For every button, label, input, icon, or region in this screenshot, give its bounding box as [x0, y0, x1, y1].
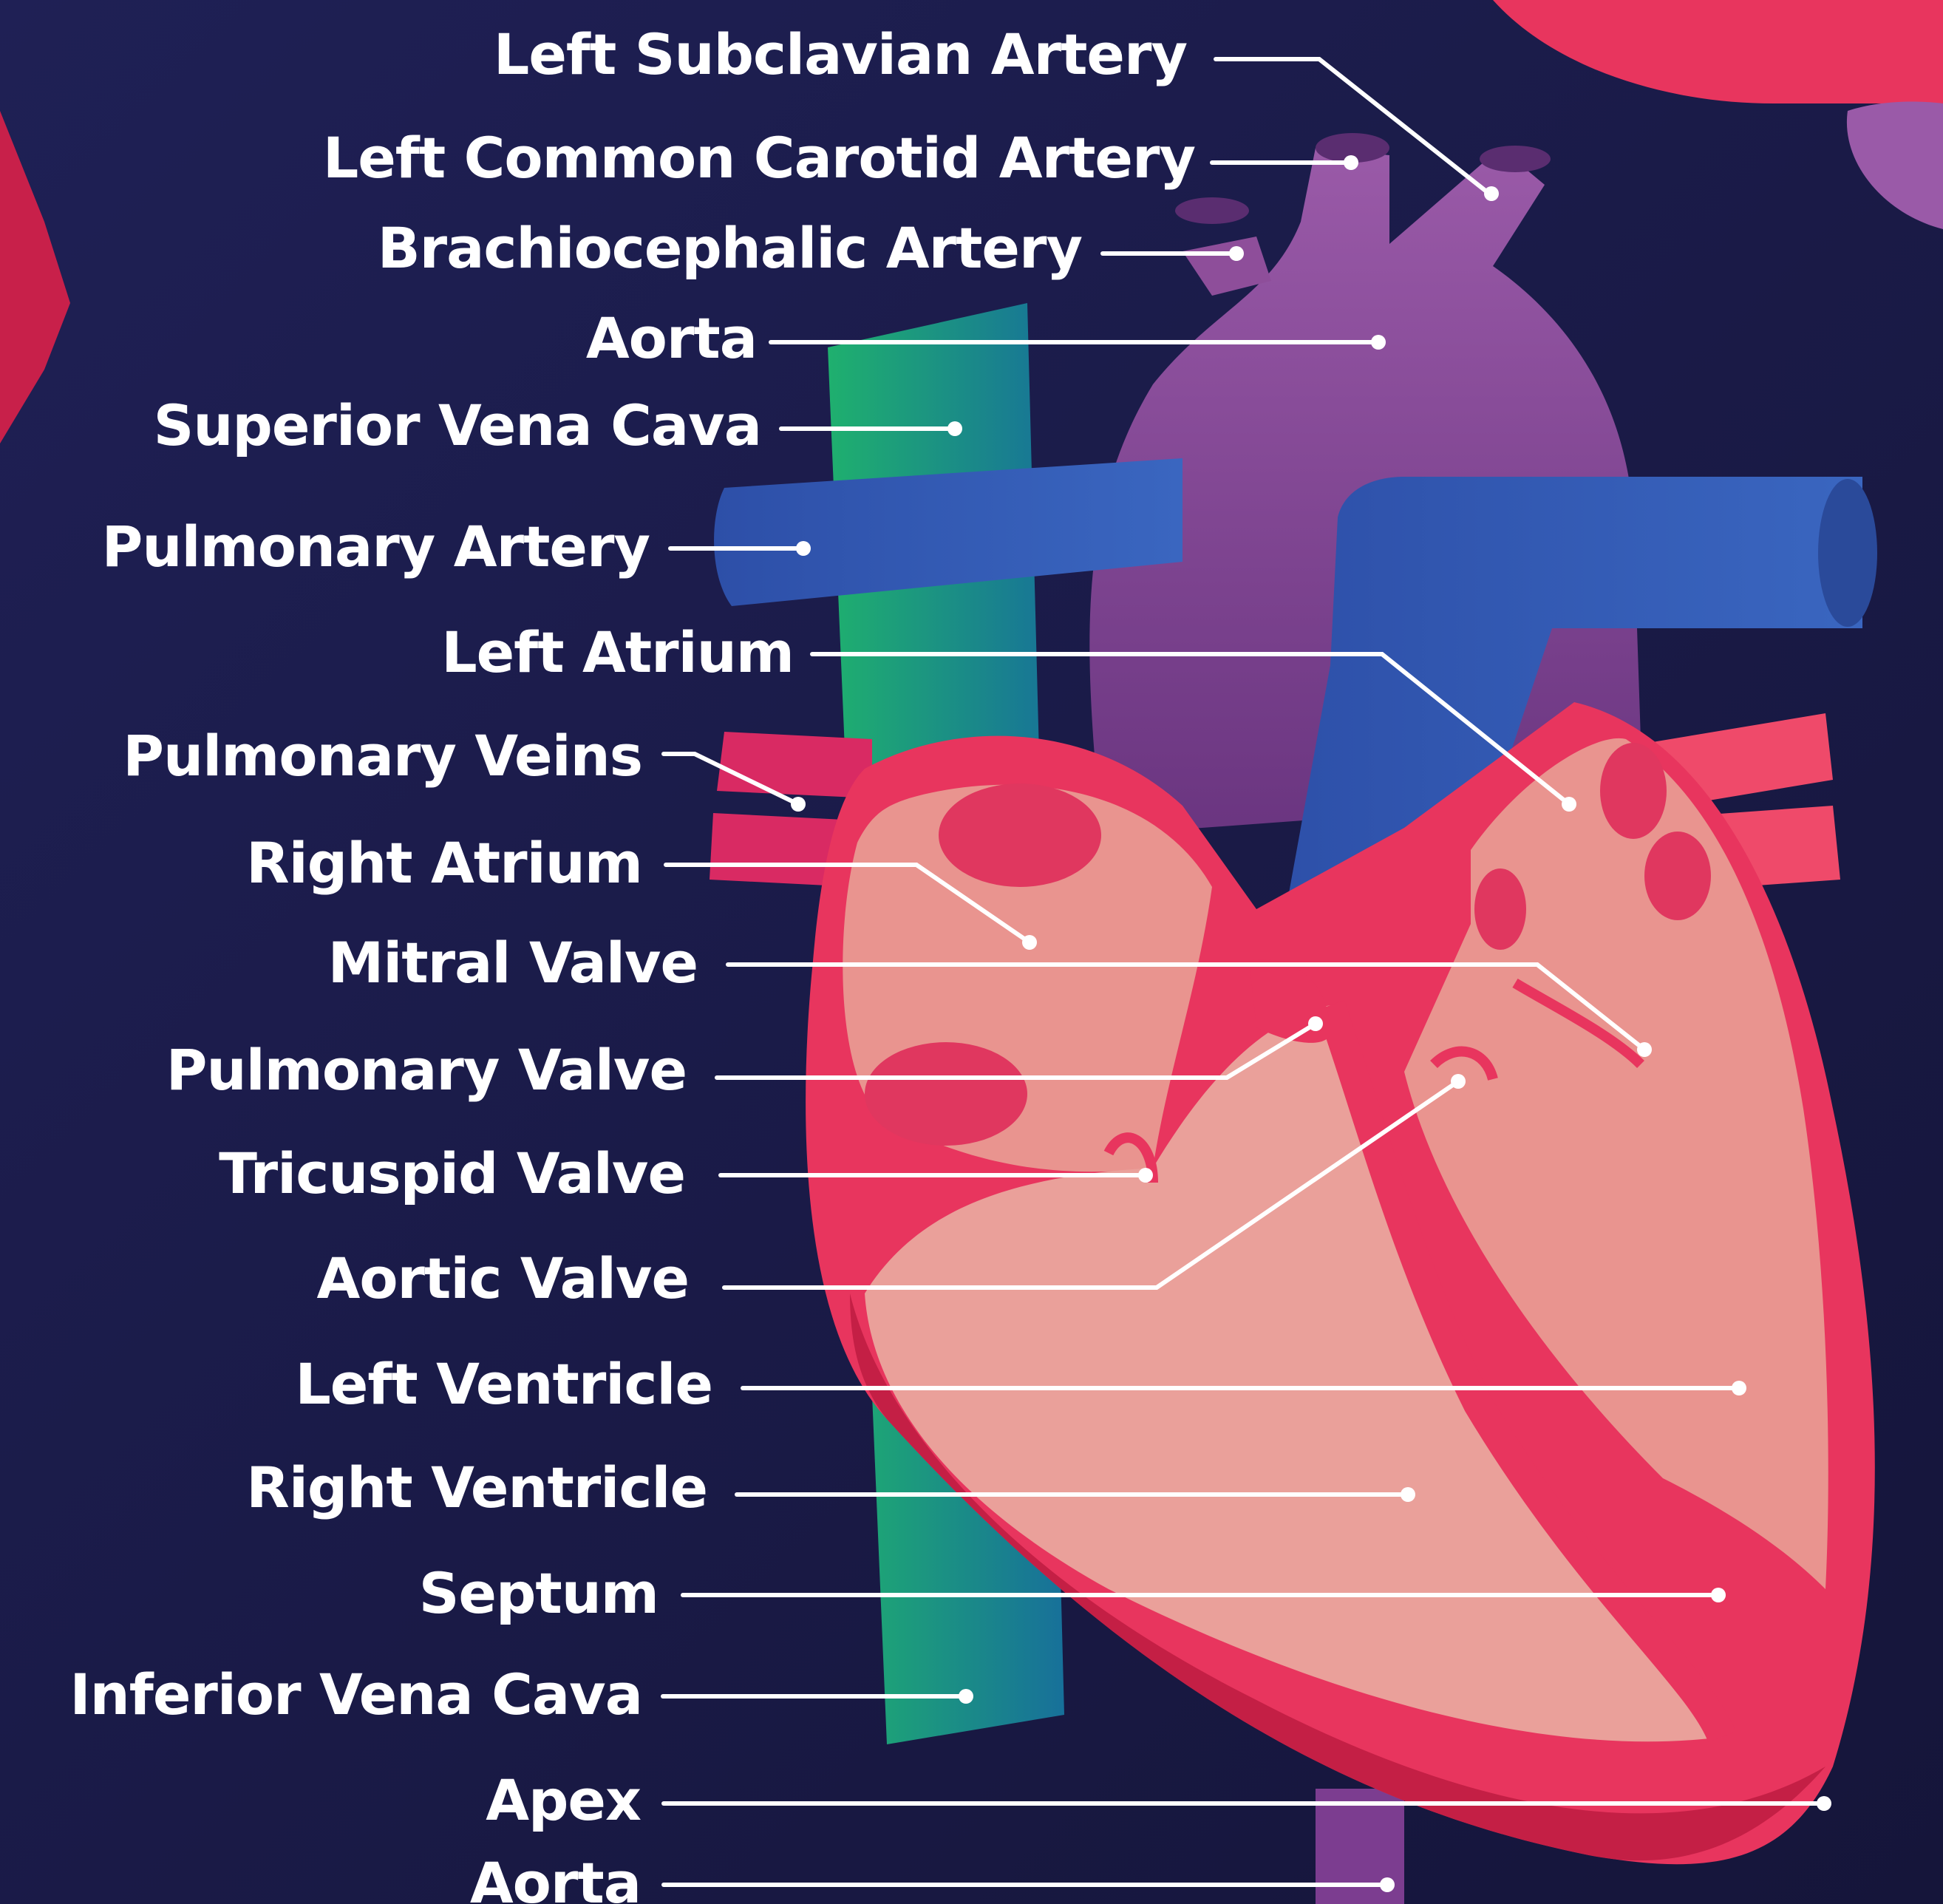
label-aortic-valve: Aortic Valve	[317, 1251, 690, 1307]
subclavian-opening	[1480, 146, 1551, 172]
pulmonary-opening	[1818, 479, 1877, 627]
dot-aorta-top	[1371, 335, 1386, 350]
vein-opening-3	[1474, 868, 1526, 950]
label-mitral-valve: Mitral Valve	[328, 935, 698, 991]
label-pulmonary-artery: Pulmonary Artery	[102, 519, 650, 575]
atrium-spot-2	[865, 1042, 1027, 1146]
label-tricuspid-valve: Tricuspid Valve	[219, 1146, 685, 1202]
dot-pulmonary-artery	[796, 541, 811, 556]
label-pulmonary-valve: Pulmonary Valve	[166, 1042, 687, 1098]
label-septum: Septum	[419, 1565, 659, 1622]
label-superior-vena-cava: Superior Vena Cava	[154, 398, 761, 454]
dot-left-ventricle	[1732, 1381, 1746, 1395]
dot-right-atrium	[1022, 935, 1037, 950]
label-apex: Apex	[486, 1772, 641, 1829]
label-aorta-top: Aorta	[586, 310, 757, 367]
dot-tricuspid-valve	[1138, 1168, 1153, 1183]
dot-left-atrium	[1562, 797, 1576, 812]
dot-left-subclavian-artery	[1484, 186, 1499, 201]
label-left-ventricle: Left Ventricle	[295, 1356, 712, 1412]
dot-septum	[1711, 1588, 1726, 1602]
vein-opening-2	[1644, 832, 1711, 920]
dot-right-ventricle	[1401, 1487, 1415, 1502]
atrium-spot-1	[939, 783, 1101, 887]
vein-opening-1	[1600, 743, 1667, 839]
dot-brachiocephalic-artery	[1229, 246, 1244, 261]
label-brachiocephalic-artery: Brachiocephalic Artery	[378, 220, 1082, 276]
label-left-subclavian-artery: Left Subclavian Artery	[494, 27, 1187, 83]
label-pulmonary-veins: Pulmonary Veins	[123, 728, 642, 784]
dot-aorta-bottom	[1380, 1877, 1395, 1892]
label-aorta-bottom: Aorta	[470, 1855, 641, 1904]
dot-superior-vena-cava	[947, 421, 962, 436]
label-right-ventricle: Right Ventricle	[246, 1460, 707, 1516]
label-inferior-vena-cava: Inferior Vena Cava	[69, 1667, 642, 1723]
label-right-atrium: Right Atrium	[246, 835, 642, 891]
dot-pulmonary-veins	[791, 797, 806, 812]
dot-aortic-valve	[1451, 1074, 1466, 1089]
dot-inferior-vena-cava	[959, 1689, 973, 1704]
dot-apex	[1817, 1796, 1831, 1811]
dot-pulmonary-valve	[1308, 1016, 1323, 1031]
pulmonary-vein-left-1	[717, 732, 872, 798]
dot-mitral-valve	[1637, 1042, 1652, 1057]
label-left-common-carotid-artery: Left Common Carotid Artery	[323, 130, 1195, 186]
label-left-atrium: Left Atrium	[441, 625, 794, 681]
dot-left-common-carotid-artery	[1344, 155, 1358, 170]
brachiocephalic-opening	[1175, 197, 1249, 224]
